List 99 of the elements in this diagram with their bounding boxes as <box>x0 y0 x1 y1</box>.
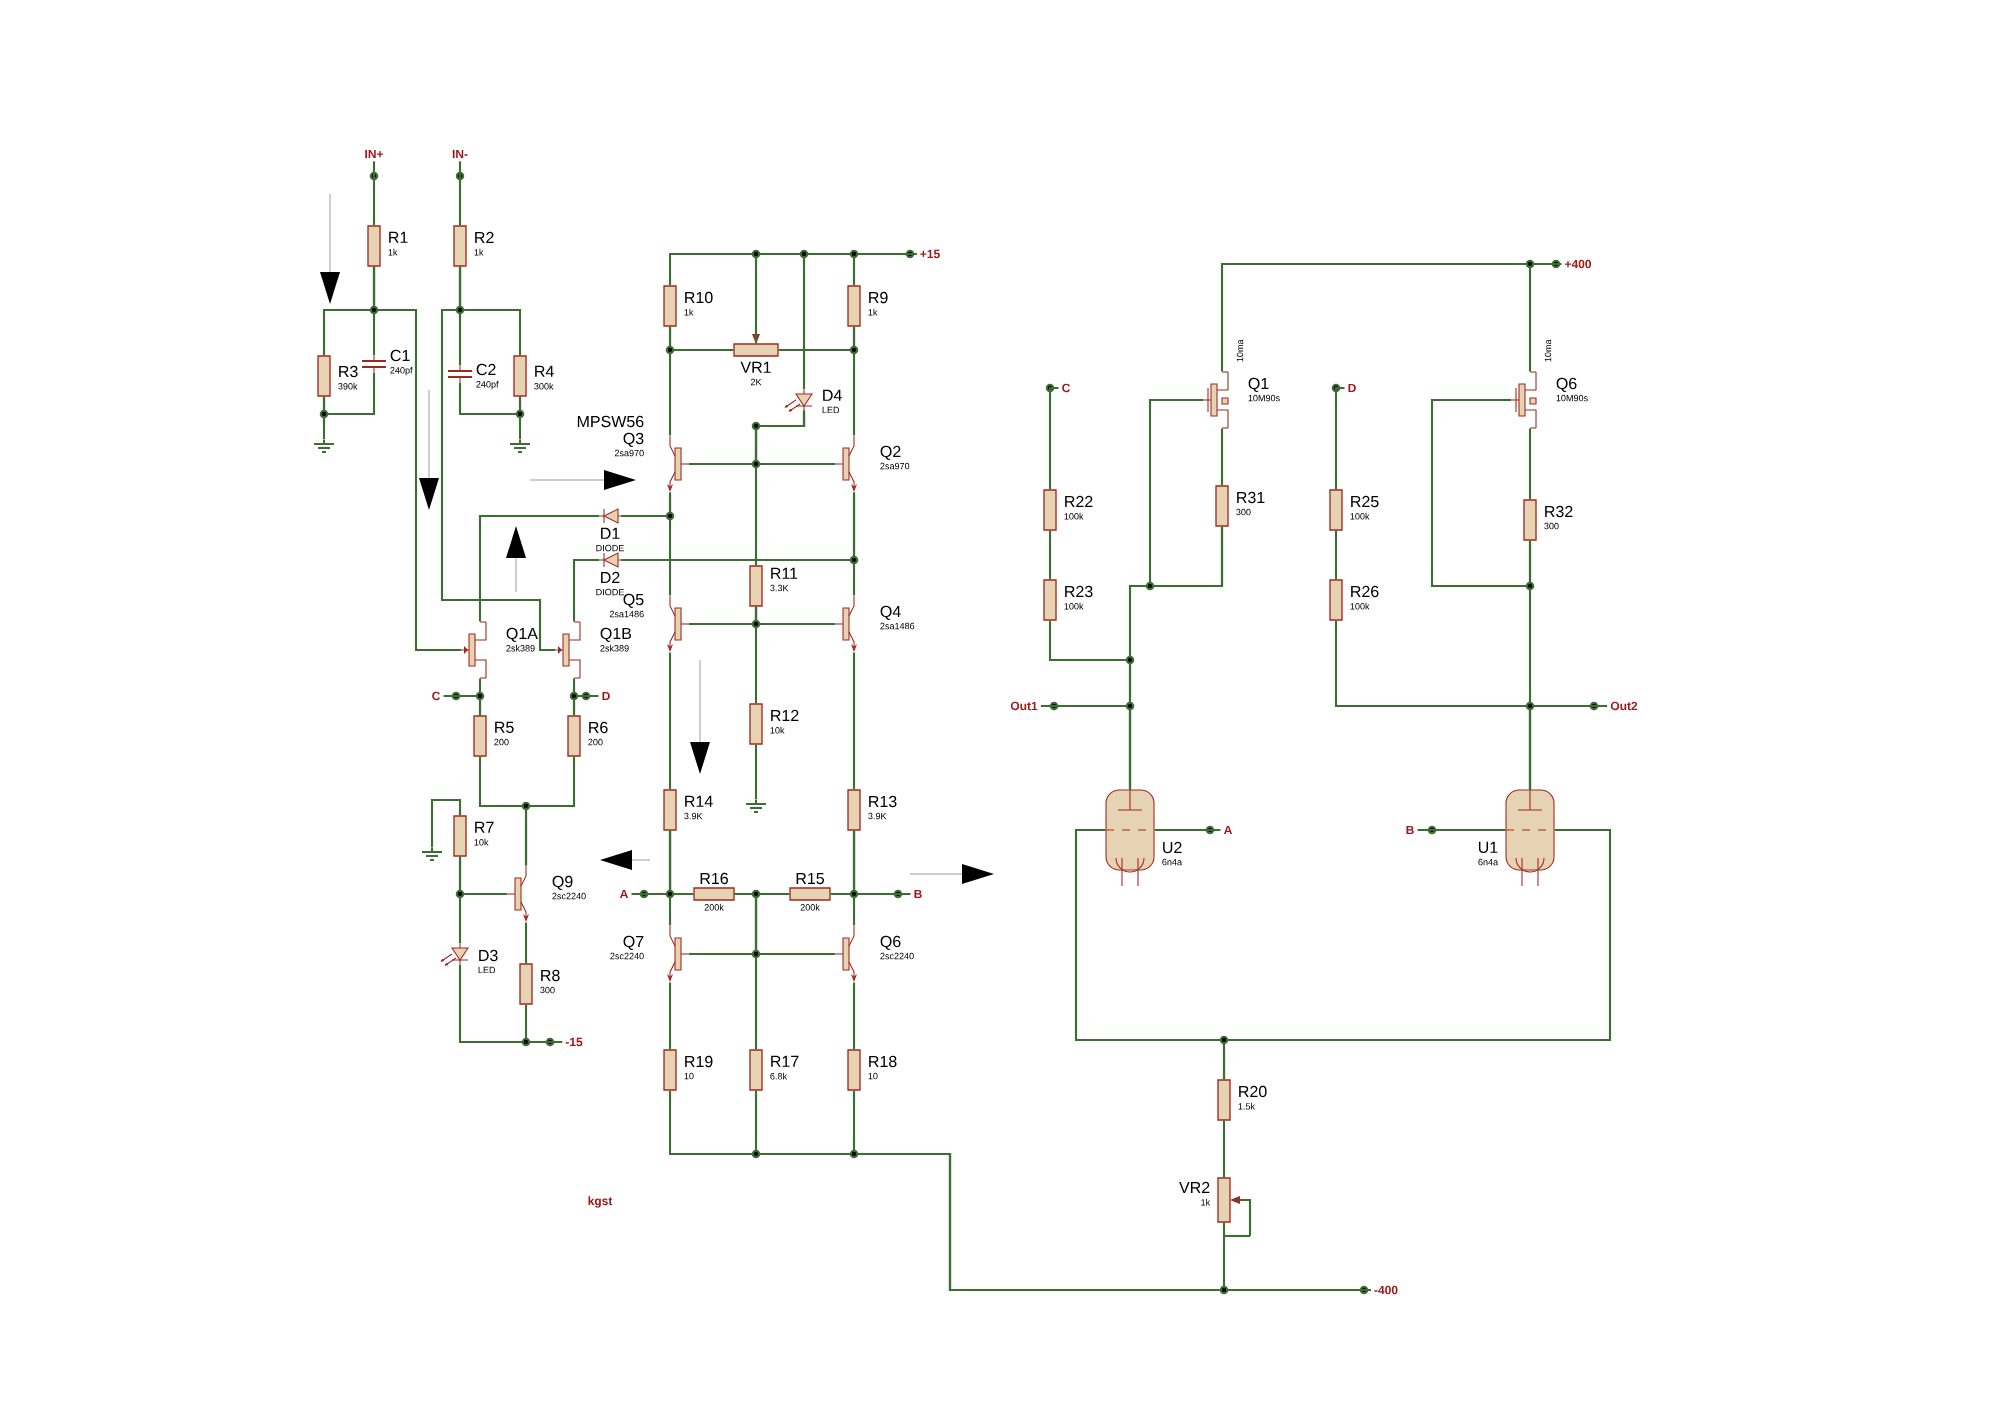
part-label: R17 <box>771 1055 799 1067</box>
wire <box>524 756 576 866</box>
wire <box>1222 1120 1226 1178</box>
part-label: VR1 <box>740 361 771 373</box>
part-label: R31 <box>1237 491 1265 504</box>
wire <box>852 982 856 1050</box>
wire <box>524 922 528 964</box>
wire <box>478 678 482 716</box>
wire <box>668 492 672 596</box>
wire <box>372 161 376 226</box>
wire <box>1430 398 1532 588</box>
part-label: D4 <box>823 389 842 401</box>
part-label: U1 <box>1478 841 1498 854</box>
wire <box>458 161 462 226</box>
part-label: D3 <box>479 949 498 962</box>
wire <box>322 372 376 416</box>
wire <box>734 892 758 1050</box>
part-label: R8 <box>541 969 560 982</box>
wire <box>430 798 462 848</box>
ground-symbol <box>508 438 532 454</box>
wire <box>572 678 576 716</box>
part-label: MPSW56 <box>577 415 644 428</box>
wire <box>1220 428 1224 486</box>
wire <box>668 652 672 790</box>
wire <box>1048 386 1059 490</box>
part-label: R19 <box>685 1055 713 1068</box>
part-label: Q1 <box>1248 377 1269 393</box>
wire <box>372 266 462 652</box>
part-label: R10 <box>685 291 713 304</box>
part-label: Q6 <box>880 935 901 951</box>
part-label: R1 <box>389 231 408 243</box>
part-label: R15 <box>796 872 824 885</box>
part-label: R11 <box>771 567 798 579</box>
wire <box>1222 828 1612 1080</box>
part-label: C1 <box>390 349 410 362</box>
part-label: D1 <box>601 527 620 539</box>
wire <box>852 326 856 436</box>
part-label: R14 <box>685 795 713 807</box>
wire <box>668 830 672 926</box>
wire <box>458 382 522 416</box>
wire <box>852 492 856 596</box>
part-label: Q3 <box>623 432 644 448</box>
wire <box>1417 828 1506 832</box>
wire <box>1040 704 1132 790</box>
wire <box>1334 530 1338 580</box>
part-label: R20 <box>1239 1085 1267 1098</box>
wire <box>322 396 326 440</box>
wire <box>440 266 556 652</box>
part-label: R3 <box>339 365 358 378</box>
wire <box>1048 530 1052 580</box>
part-label: D2 <box>601 571 620 584</box>
part-label: R4 <box>535 365 554 377</box>
part-label: Q1A <box>506 627 538 643</box>
part-label: R6 <box>589 721 608 734</box>
ground-symbol <box>744 798 768 814</box>
ground-symbol <box>420 846 444 862</box>
wire <box>1528 704 1608 790</box>
wire <box>1222 1222 1371 1292</box>
ground-symbol <box>312 438 336 454</box>
wire <box>754 606 758 704</box>
wire <box>518 396 522 440</box>
wire <box>458 856 462 944</box>
part-label: R18 <box>869 1055 897 1068</box>
part-label: R23 <box>1065 585 1093 598</box>
wire <box>1528 262 1562 372</box>
part-label: VR2 <box>1179 1181 1210 1194</box>
part-label: R16 <box>700 872 728 885</box>
wire <box>852 830 856 926</box>
wire <box>754 410 806 566</box>
part-label: Q2 <box>880 445 901 461</box>
part-label: R2 <box>475 231 494 244</box>
wire <box>572 558 600 622</box>
part-label: Q5 <box>623 593 644 609</box>
part-label: Q1B <box>600 627 632 643</box>
wire <box>1334 386 1345 490</box>
wire <box>802 252 917 390</box>
part-label: R9 <box>869 291 888 304</box>
part-label: R13 <box>869 795 897 808</box>
wire <box>852 652 856 790</box>
wire <box>668 982 672 1050</box>
part-label: R5 <box>495 721 514 734</box>
wire <box>458 964 563 1044</box>
part-label: R22 <box>1065 495 1093 508</box>
wire <box>754 744 758 800</box>
part-label: C2 <box>476 363 496 376</box>
wire <box>1528 428 1532 500</box>
part-label: Q6 <box>1556 377 1577 393</box>
part-label: Q9 <box>552 875 573 891</box>
part-label: U2 <box>1163 841 1182 854</box>
part-label: R26 <box>1351 585 1379 598</box>
wire <box>1154 828 1221 832</box>
wire <box>668 326 672 436</box>
part-label: R12 <box>771 709 799 722</box>
part-label: Q4 <box>880 605 901 621</box>
part-label: R32 <box>1545 505 1573 518</box>
part-label: Q7 <box>623 935 644 951</box>
part-label: R25 <box>1351 495 1379 508</box>
wire <box>478 514 600 622</box>
part-label: R7 <box>475 821 494 833</box>
